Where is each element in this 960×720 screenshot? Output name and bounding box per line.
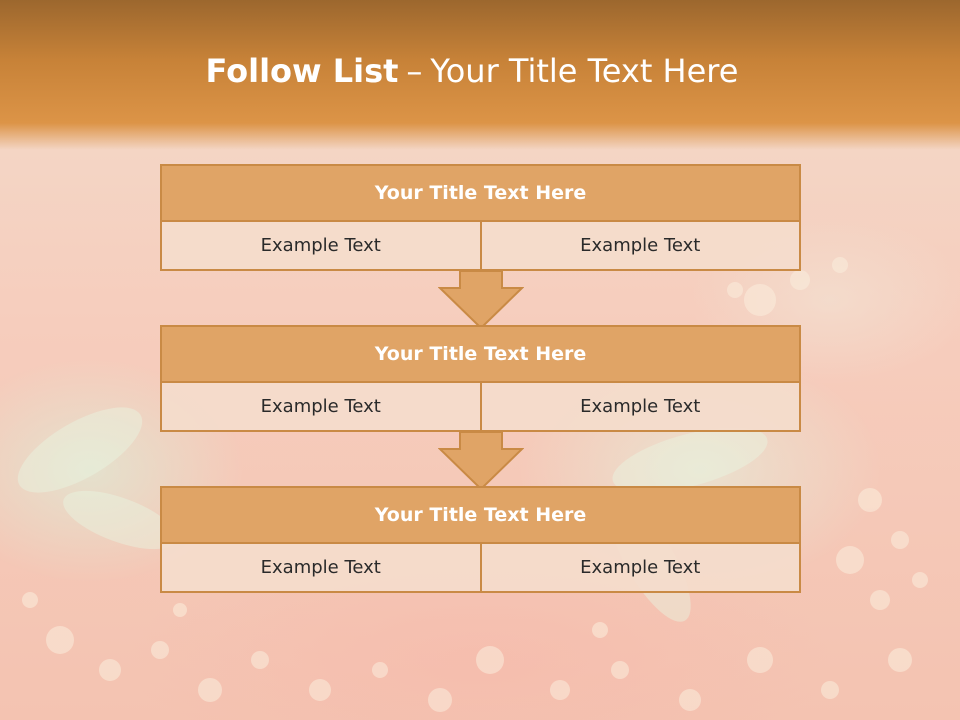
step-cell-right: Example Text <box>481 383 801 432</box>
title-main: Follow List <box>205 52 399 90</box>
step-box-2: Your Title Text Here Example Text Exampl… <box>160 325 801 432</box>
step-row: Example Text Example Text <box>160 383 801 432</box>
down-arrow-icon <box>438 270 524 330</box>
step-cell-right: Example Text <box>481 222 801 271</box>
step-row: Example Text Example Text <box>160 544 801 593</box>
step-row: Example Text Example Text <box>160 222 801 271</box>
step-box-3: Your Title Text Here Example Text Exampl… <box>160 486 801 593</box>
step-box-1: Your Title Text Here Example Text Exampl… <box>160 164 801 271</box>
step-cell-left: Example Text <box>160 383 482 432</box>
title-band <box>0 0 960 150</box>
step-cell-left: Example Text <box>160 222 482 271</box>
title-subtitle: Your Title Text Here <box>430 52 739 90</box>
step-title: Your Title Text Here <box>160 486 801 544</box>
down-arrow-icon <box>438 431 524 491</box>
slide-title: Follow List–Your Title Text Here <box>0 52 944 90</box>
title-separator: – <box>406 52 423 90</box>
step-title: Your Title Text Here <box>160 164 801 222</box>
step-cell-left: Example Text <box>160 544 482 593</box>
step-cell-right: Example Text <box>481 544 801 593</box>
step-title: Your Title Text Here <box>160 325 801 383</box>
